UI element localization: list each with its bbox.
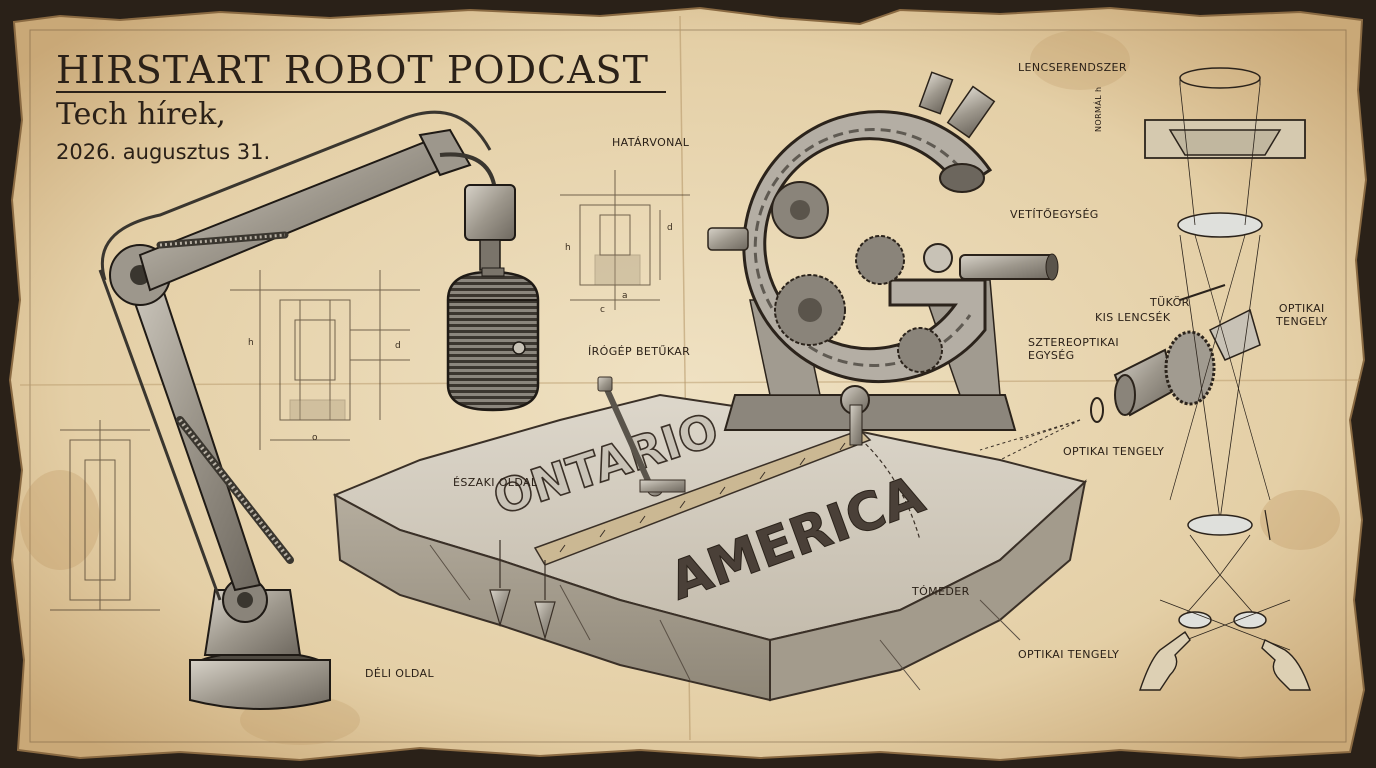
hand-icon bbox=[1139, 630, 1311, 691]
subtitle: Tech hírek, bbox=[56, 97, 226, 132]
dim-mark-d: d bbox=[395, 341, 401, 351]
stone-slab-icon bbox=[332, 393, 1088, 702]
dim-mark-h2: h bbox=[565, 243, 571, 253]
episode-date: 2026. augusztus 31. bbox=[56, 140, 271, 164]
label-line-1: OPTIKAI bbox=[1278, 302, 1325, 315]
dim-mark-o: o bbox=[312, 433, 318, 443]
dim-mark-h: h bbox=[248, 338, 254, 348]
g-letter-machine-icon bbox=[707, 71, 1059, 446]
lens-system-icon bbox=[1144, 67, 1306, 651]
plumb-bob-icon bbox=[489, 540, 556, 641]
label-tomeder: TÓMEDER bbox=[912, 585, 970, 598]
label-irogep-betukar: ÍRÓGÉP BETŰKAR bbox=[588, 345, 691, 358]
label-optikai-tengely-bottom: OPTIKAI TENGELY bbox=[1018, 648, 1120, 661]
label-line-2: EGYSÉG bbox=[1028, 349, 1075, 362]
label-vetitoegyseg: VETÍTŐEGYSÉG bbox=[1010, 208, 1099, 221]
label-eszaki-oldal: ÉSZAKI OLDAL bbox=[453, 476, 538, 489]
label-line-2: TENGELY bbox=[1276, 315, 1328, 328]
label-line-1: SZTEREOPTIKAI bbox=[1028, 336, 1120, 349]
label-hatarvonal: HATÁRVONAL bbox=[612, 136, 690, 149]
label-lencserendszer: LENCSERENDSZER bbox=[1018, 61, 1127, 74]
label-optikai-tengely-mid: OPTIKAI TENGELY bbox=[1063, 445, 1165, 458]
podcast-title: HIRSTART ROBOT PODCAST bbox=[56, 48, 649, 92]
robot-arm-icon bbox=[98, 110, 516, 710]
dim-mark-d2: d bbox=[667, 223, 673, 233]
dim-mark-a: a bbox=[622, 291, 628, 301]
technical-drawing-left bbox=[50, 170, 690, 611]
label-kis-lencsek: KIS LENCSÉK bbox=[1095, 311, 1171, 324]
label-sztereooptikai-egyseg: SZTEREOPTIKAI EGYSÉG bbox=[1028, 336, 1119, 362]
ruler-icon bbox=[533, 429, 872, 566]
label-deli-oldal: DÉLI OLDAL bbox=[365, 667, 435, 680]
microphone-icon bbox=[446, 267, 540, 412]
typewriter-typebar-icon bbox=[597, 376, 686, 497]
label-optikai-tengely-top: OPTIKAI TENGELY bbox=[1276, 302, 1328, 328]
dim-mark-c: c bbox=[600, 305, 605, 315]
label-normal-h: NORMÁL h bbox=[1094, 86, 1103, 133]
title-underline bbox=[56, 91, 666, 93]
label-tukor: TÜKÖR bbox=[1150, 296, 1190, 309]
